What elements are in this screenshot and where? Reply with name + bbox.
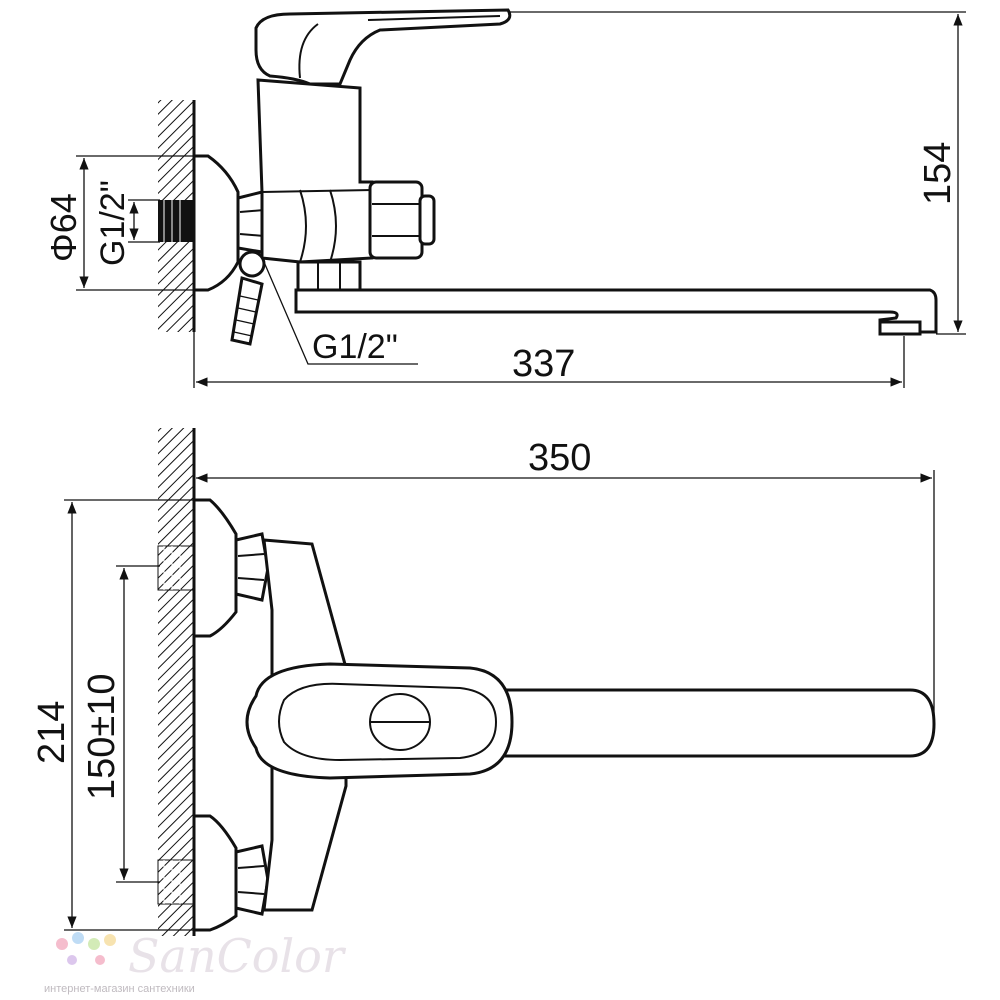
wall-thread-top <box>158 200 194 242</box>
side-view: 154 337 Φ64 G1/2" G1/2" <box>43 8 966 388</box>
dim-height-154: 154 <box>917 142 959 205</box>
dim-length-350: 350 <box>528 437 591 479</box>
wall-hatch-bottom <box>158 428 194 936</box>
lever-handle-side <box>254 8 512 86</box>
dim-spacing-150: 150±10 <box>81 673 123 800</box>
rosette-side <box>192 154 240 292</box>
spout-top <box>484 688 936 758</box>
dim-length-337: 337 <box>512 343 575 385</box>
top-view: 350 214 150±10 <box>31 428 936 936</box>
dim-diameter: Φ64 <box>43 193 84 262</box>
rosette-top-upper <box>192 498 238 638</box>
dim-thread-left: G1/2" <box>94 180 132 266</box>
mixer-body-side <box>256 78 374 264</box>
dim-width-214: 214 <box>31 701 73 764</box>
rosette-top-lower <box>192 814 238 932</box>
watermark-brand: SanColor <box>128 929 347 983</box>
dim-thread-bottom: G1/2" <box>312 328 398 366</box>
diverter-knob-side <box>368 180 424 260</box>
spout-side <box>294 288 938 334</box>
watermark-tagline: интернет-магазин сантехники <box>44 983 195 995</box>
watermark-logo: SanColor интернет-магазин сантехники <box>44 929 347 995</box>
hose-connector <box>230 276 264 346</box>
